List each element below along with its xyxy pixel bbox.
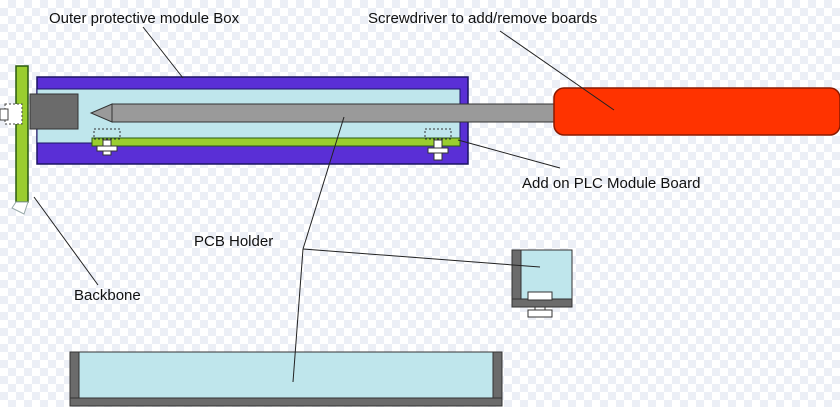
label-outer-box: Outer protective module Box (49, 10, 240, 27)
screwdriver-shaft (111, 103, 559, 123)
label-pcb-holder: PCB Holder (194, 233, 273, 250)
leader-backbone (33, 196, 99, 286)
pcb-holder-small (511, 249, 573, 318)
leader-pcb-holder-1 (302, 116, 345, 250)
plc-module-board (91, 137, 461, 147)
leader-module-board (457, 139, 561, 169)
label-module-board: Add on PLC Module Board (522, 175, 700, 192)
screwdriver-tip (89, 103, 113, 123)
leader-screwdriver (499, 30, 615, 111)
label-backbone: Backbone (74, 287, 141, 304)
leader-pcb-holder-3 (302, 248, 541, 268)
board-screw-left (93, 128, 121, 156)
leader-lines (33, 26, 615, 383)
pcb-holder-long (69, 351, 503, 407)
screwdriver-handle (553, 87, 840, 136)
screwdriver (89, 87, 840, 136)
label-screwdriver: Screwdriver to add/remove boards (368, 10, 597, 27)
connector-block (0, 93, 79, 130)
backbone-rail (11, 65, 29, 215)
board-screw-right (424, 128, 452, 161)
leader-outer-box (142, 26, 184, 79)
leader-pcb-holder-2 (292, 248, 304, 383)
